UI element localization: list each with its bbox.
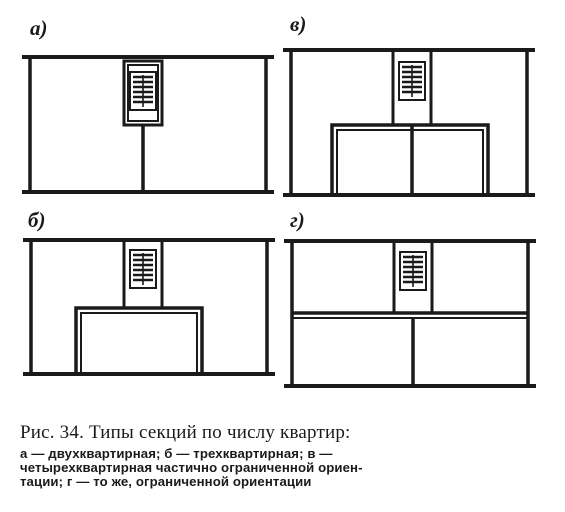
caption-line-2: четырехквартирная частично ограниченной … [20,460,363,475]
stair-g [398,250,428,292]
stair-v [397,60,427,102]
panel-label-g: г) [290,208,305,232]
panel-label-v: в) [290,12,307,36]
caption-line-1: а — двухквартирная; б — трехквартирная; … [20,446,333,461]
panel-label-a: а) [30,16,48,40]
plan-b [23,238,275,376]
stair-a [128,70,158,112]
plan-g [284,239,536,388]
caption-title: Рис. 34. Типы секций по числу квартир: [20,422,351,443]
floor-plans [22,48,536,388]
caption-body: а — двухквартирная; б — трехквартирная; … [20,447,560,489]
caption-line-3: тации; г — то же, ограниченной ориентаци… [20,474,312,489]
plan-a [22,55,274,194]
stair-b [128,248,158,290]
plan-v [283,48,535,197]
panel-label-b: б) [28,208,46,232]
figure-caption: Рис. 34. Типы секций по числу квартир: а… [20,422,560,489]
